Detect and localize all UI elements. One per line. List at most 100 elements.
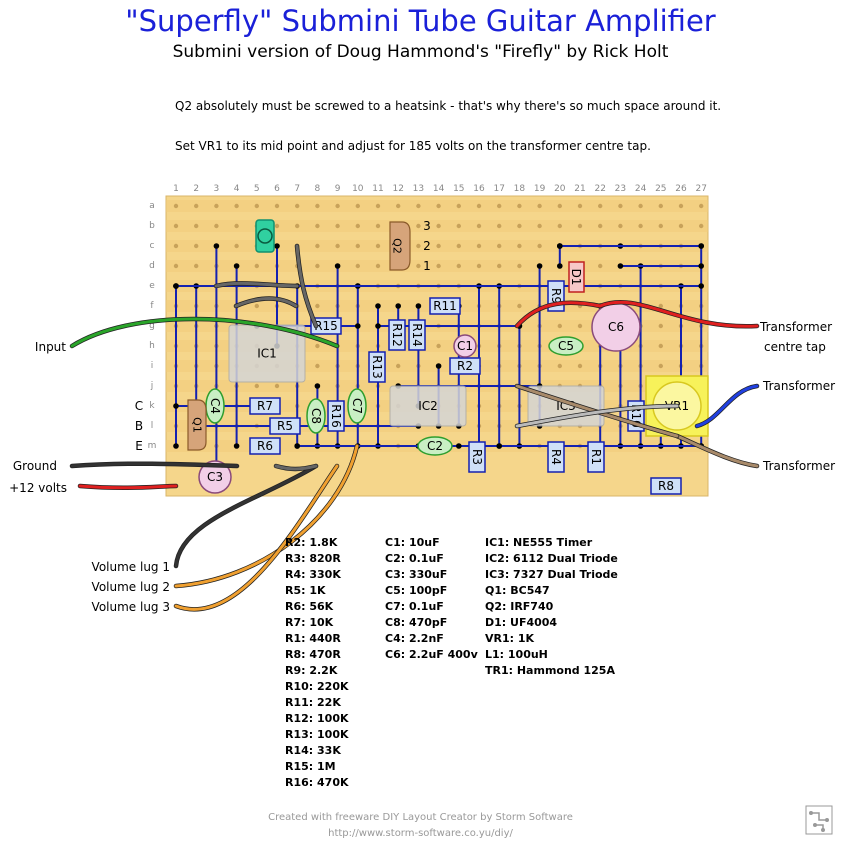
bom-line: L1: 100uH [485,648,548,661]
strip-hole [658,343,663,349]
solder-joint [456,443,462,449]
capacitor-c4-label: C4 [208,398,222,414]
label-transformer-3: Transformer [762,459,835,473]
strip-hole [598,203,603,209]
solder-joint [415,303,422,309]
strip-hole [476,263,482,269]
solder-joint [496,443,503,449]
resistor-r4-label: R4 [549,449,563,465]
resistor-r15 [310,317,342,335]
q1-pin-label: C [135,399,143,413]
strip-hole [173,263,179,269]
resistor-r3-label: R3 [470,449,484,465]
bom-line: R10: 220K [285,680,349,693]
strip-hole [699,223,704,229]
column-label: 4 [234,184,240,194]
strip-hole [254,383,259,389]
solder-joint [557,243,563,249]
label-volume-lug-3: Volume lug 3 [92,600,170,614]
capacitor-c2-label: C2 [427,439,443,453]
column-label: 27 [695,184,706,194]
strip-hole [618,223,623,229]
bom-line: R11: 22K [285,696,341,709]
bom-line: R8: 470R [285,648,341,661]
strip-hole [396,363,401,369]
row-label: m [148,441,157,451]
row-label: h [149,341,155,351]
q2-pin-label: 3 [423,219,431,233]
resistor-r13 [368,351,386,383]
column-label: 8 [315,184,321,194]
strip-hole [517,223,522,229]
strip-hole [335,203,340,209]
strip-hole [194,203,199,209]
bom-line: R7: 10K [285,616,334,629]
strip-hole [375,263,381,269]
column-label: 10 [352,184,364,194]
resistor-r1 [587,441,605,473]
strip-hole [416,243,421,249]
strip-hole [355,223,360,229]
row-label: i [151,361,154,371]
column-label: 16 [473,184,485,194]
strip-hole [618,203,623,209]
resistor-r7 [249,397,281,415]
bom-line: VR1: 1K [485,632,535,645]
strip-hole [254,263,259,269]
row-label: j [150,381,154,391]
column-label: 1 [173,184,179,194]
strip-hole [678,203,684,209]
resistor-r11-label: R11 [433,299,457,313]
bom-line: C8: 470pF [385,616,448,629]
row-label: b [149,221,155,231]
strip-hole [355,243,360,249]
capacitor-c3-label: C3 [207,470,223,484]
strip-hole [537,203,542,209]
resistor-r15-label: R15 [314,319,338,333]
strip-hole [436,203,441,209]
strip-hole [274,203,280,209]
strip-hole [355,263,360,269]
column-label: 20 [554,184,566,194]
strip-hole [598,223,603,229]
bom-line: C2: 0.1uF [385,552,444,565]
column-label: 11 [372,184,383,194]
row-label: d [149,261,155,271]
solder-joint [355,323,361,329]
resistor-r6 [249,437,281,455]
solder-joint [698,283,704,289]
diode-d1 [568,261,585,293]
capacitor-c6-label: C6 [608,320,624,334]
strip-hole [436,343,441,349]
footer-url[interactable]: http://www.storm-software.co.yu/diy/ [328,828,513,839]
off-board-wires [69,243,760,612]
note-heatsink: Q2 absolutely must be screwed to a heats… [175,99,722,113]
bom-line: D1: UF4004 [485,616,558,629]
solder-joint [173,443,179,449]
strip-hole [315,343,320,349]
solder-joint [213,243,220,249]
bom-line: R2: 1.8K [285,536,338,549]
note-vr1-setup: Set VR1 to its mid point and adjust for … [175,139,651,153]
ic1-label: IC1 [257,347,277,361]
strip-hole [274,223,280,229]
strip-hole [254,303,259,309]
capacitor-c1 [453,334,477,358]
strip-hole [658,323,663,329]
solder-joint [395,303,402,309]
strip-hole [577,323,583,329]
bom-line: C5: 100pF [385,584,448,597]
capacitor-c5-label: C5 [558,339,574,353]
strip-hole [658,223,663,229]
page-title: "Superfly" Submini Tube Guitar Amplifier [125,4,716,38]
label-volume-lug-2: Volume lug 2 [92,580,170,594]
strip-hole [557,363,562,369]
resistor-r16-label: R16 [329,404,343,428]
label-transformer-centre-tap-1: Transformer [759,320,832,334]
strip-hole [416,203,421,209]
resistor-r8 [650,477,682,495]
strip-hole [517,263,522,269]
